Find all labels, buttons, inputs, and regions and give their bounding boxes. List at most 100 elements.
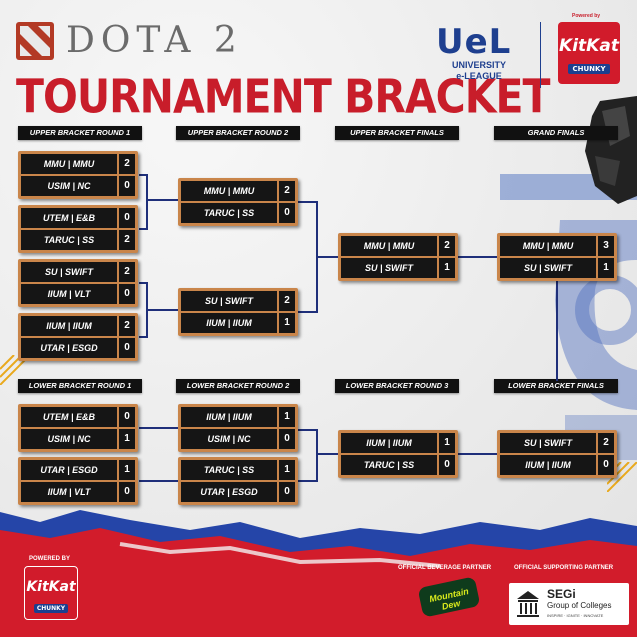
- round-header-lbf: LOWER BRACKET FINALS: [494, 379, 618, 393]
- segi-building-icon: [517, 591, 539, 617]
- team-name: TARUC | SS: [341, 455, 437, 475]
- kitkat-logo-bottom: KitKat CHUNKY: [24, 566, 78, 620]
- uel-logo: UeL: [436, 22, 512, 62]
- team-name: USIM | NC: [181, 429, 277, 449]
- connector-line: [139, 336, 148, 338]
- header-divider: [540, 22, 541, 88]
- team-name: UTEM | E&B: [21, 208, 117, 228]
- team-score: 0: [279, 482, 295, 502]
- match-lb1-2: UTAR | ESGD 1 IIUM | VLT 0: [18, 457, 138, 505]
- team-name: IIUM | IIUM: [181, 313, 277, 333]
- round-header-ubf: UPPER BRACKET FINALS: [335, 126, 459, 140]
- team-name: IIUM | IIUM: [181, 407, 277, 427]
- match-ub1-4: IIUM | IIUM 2 UTAR | ESGD 0: [18, 313, 138, 361]
- connector-line: [316, 429, 318, 482]
- team-score: 1: [279, 407, 295, 427]
- kitkat-logo-top: KitKat CHUNKY: [558, 22, 620, 84]
- team-score: 1: [439, 258, 455, 278]
- team-name: SU | SWIFT: [181, 291, 277, 311]
- mountain-dew-logo: Mountain Dew: [417, 576, 481, 618]
- team-score: 2: [119, 262, 135, 282]
- match-ubf: MMU | MMU 2 SU | SWIFT 1: [338, 233, 458, 281]
- connector-line: [298, 480, 318, 482]
- team-score: 2: [119, 230, 135, 250]
- uel-sub-line2: e-LEAGUE: [456, 71, 502, 81]
- connector-line: [146, 174, 148, 230]
- chunky-badge: CHUNKY: [568, 64, 610, 74]
- kitkat-wordmark: KitKat: [559, 36, 619, 56]
- team-score: 1: [598, 258, 614, 278]
- uel-sub-line1: UNIVERSITY: [451, 60, 506, 70]
- round-header-gf: GRAND FINALS: [494, 126, 618, 140]
- round-header-ub2: UPPER BRACKET ROUND 2: [176, 126, 300, 140]
- team-score: 1: [119, 429, 135, 449]
- team-name: MMU | MMU: [21, 154, 117, 174]
- match-ub1-3: SU | SWIFT 2 IIUM | VLT 0: [18, 259, 138, 307]
- team-name: SU | SWIFT: [341, 258, 437, 278]
- match-lbf: SU | SWIFT 2 IIUM | IIUM 0: [497, 430, 617, 478]
- team-name: UTEM | E&B: [21, 407, 117, 427]
- team-name: MMU | MMU: [341, 236, 437, 256]
- page-title: TOURNAMENT BRACKET: [16, 70, 550, 124]
- team-name: TARUC | SS: [181, 460, 277, 480]
- beverage-partner-label: OFFICIAL BEVERAGE PARTNER: [398, 565, 492, 571]
- team-name: TARUC | SS: [181, 203, 277, 223]
- connector-line: [316, 256, 338, 258]
- team-name: SU | SWIFT: [500, 433, 596, 453]
- team-name: IIUM | VLT: [21, 482, 117, 502]
- match-ub1-1: MMU | MMU 2 USIM | NC 0: [18, 151, 138, 199]
- team-name: UTAR | ESGD: [21, 460, 117, 480]
- team-score: 0: [119, 284, 135, 304]
- team-score: 0: [279, 203, 295, 223]
- team-score: 0: [119, 482, 135, 502]
- match-ub2-2: SU | SWIFT 2 IIUM | IIUM 1: [178, 288, 298, 336]
- team-score: 0: [279, 429, 295, 449]
- team-score: 0: [598, 455, 614, 475]
- team-score: 2: [119, 154, 135, 174]
- uel-subtitle: UNIVERSITY e-LEAGUE: [436, 60, 522, 82]
- team-score: 3: [598, 236, 614, 256]
- segi-logo: SEGi Group of Colleges INSPIRE · IGNITE …: [509, 583, 629, 625]
- match-lb3: IIUM | IIUM 1 TARUC | SS 0: [338, 430, 458, 478]
- segi-subtitle: Group of Colleges: [547, 601, 612, 610]
- team-score: 0: [119, 338, 135, 358]
- connector-line: [139, 480, 179, 482]
- match-ub1-2: UTEM | E&B 0 TARUC | SS 2: [18, 205, 138, 253]
- connector-line: [556, 281, 558, 381]
- team-score: 2: [439, 236, 455, 256]
- team-name: IIUM | IIUM: [341, 433, 437, 453]
- team-name: TARUC | SS: [21, 230, 117, 250]
- team-score: 2: [119, 316, 135, 336]
- team-name: IIUM | IIUM: [21, 316, 117, 336]
- team-score: 1: [279, 460, 295, 480]
- connector-line: [298, 311, 318, 313]
- team-score: 1: [439, 433, 455, 453]
- team-name: SU | SWIFT: [500, 258, 596, 278]
- round-header-ub1: UPPER BRACKET ROUND 1: [18, 126, 142, 140]
- connector-line: [146, 309, 178, 311]
- round-header-lb3: LOWER BRACKET ROUND 3: [335, 379, 459, 393]
- team-name: UTAR | ESGD: [21, 338, 117, 358]
- team-score: 1: [279, 313, 295, 333]
- team-score: 0: [119, 407, 135, 427]
- team-name: MMU | MMU: [500, 236, 596, 256]
- connector-line: [139, 427, 179, 429]
- game-title: DOTA 2: [66, 20, 243, 61]
- team-score: 2: [279, 181, 295, 201]
- connector-line: [298, 429, 318, 431]
- match-lb2-1: IIUM | IIUM 1 USIM | NC 0: [178, 404, 298, 452]
- round-header-lb2: LOWER BRACKET ROUND 2: [176, 379, 300, 393]
- segi-tagline: INSPIRE · IGNITE · INNOVATE: [547, 613, 604, 618]
- connector-line: [139, 228, 148, 230]
- team-name: USIM | NC: [21, 429, 117, 449]
- round-header-lb1: LOWER BRACKET ROUND 1: [18, 379, 142, 393]
- team-score: 0: [119, 208, 135, 228]
- team-name: SU | SWIFT: [21, 262, 117, 282]
- chunky-badge: CHUNKY: [33, 604, 69, 613]
- connector-line: [316, 453, 338, 455]
- connector-line: [146, 199, 178, 201]
- team-score: 2: [598, 433, 614, 453]
- team-score: 0: [119, 176, 135, 196]
- match-lb2-2: TARUC | SS 1 UTAR | ESGD 0: [178, 457, 298, 505]
